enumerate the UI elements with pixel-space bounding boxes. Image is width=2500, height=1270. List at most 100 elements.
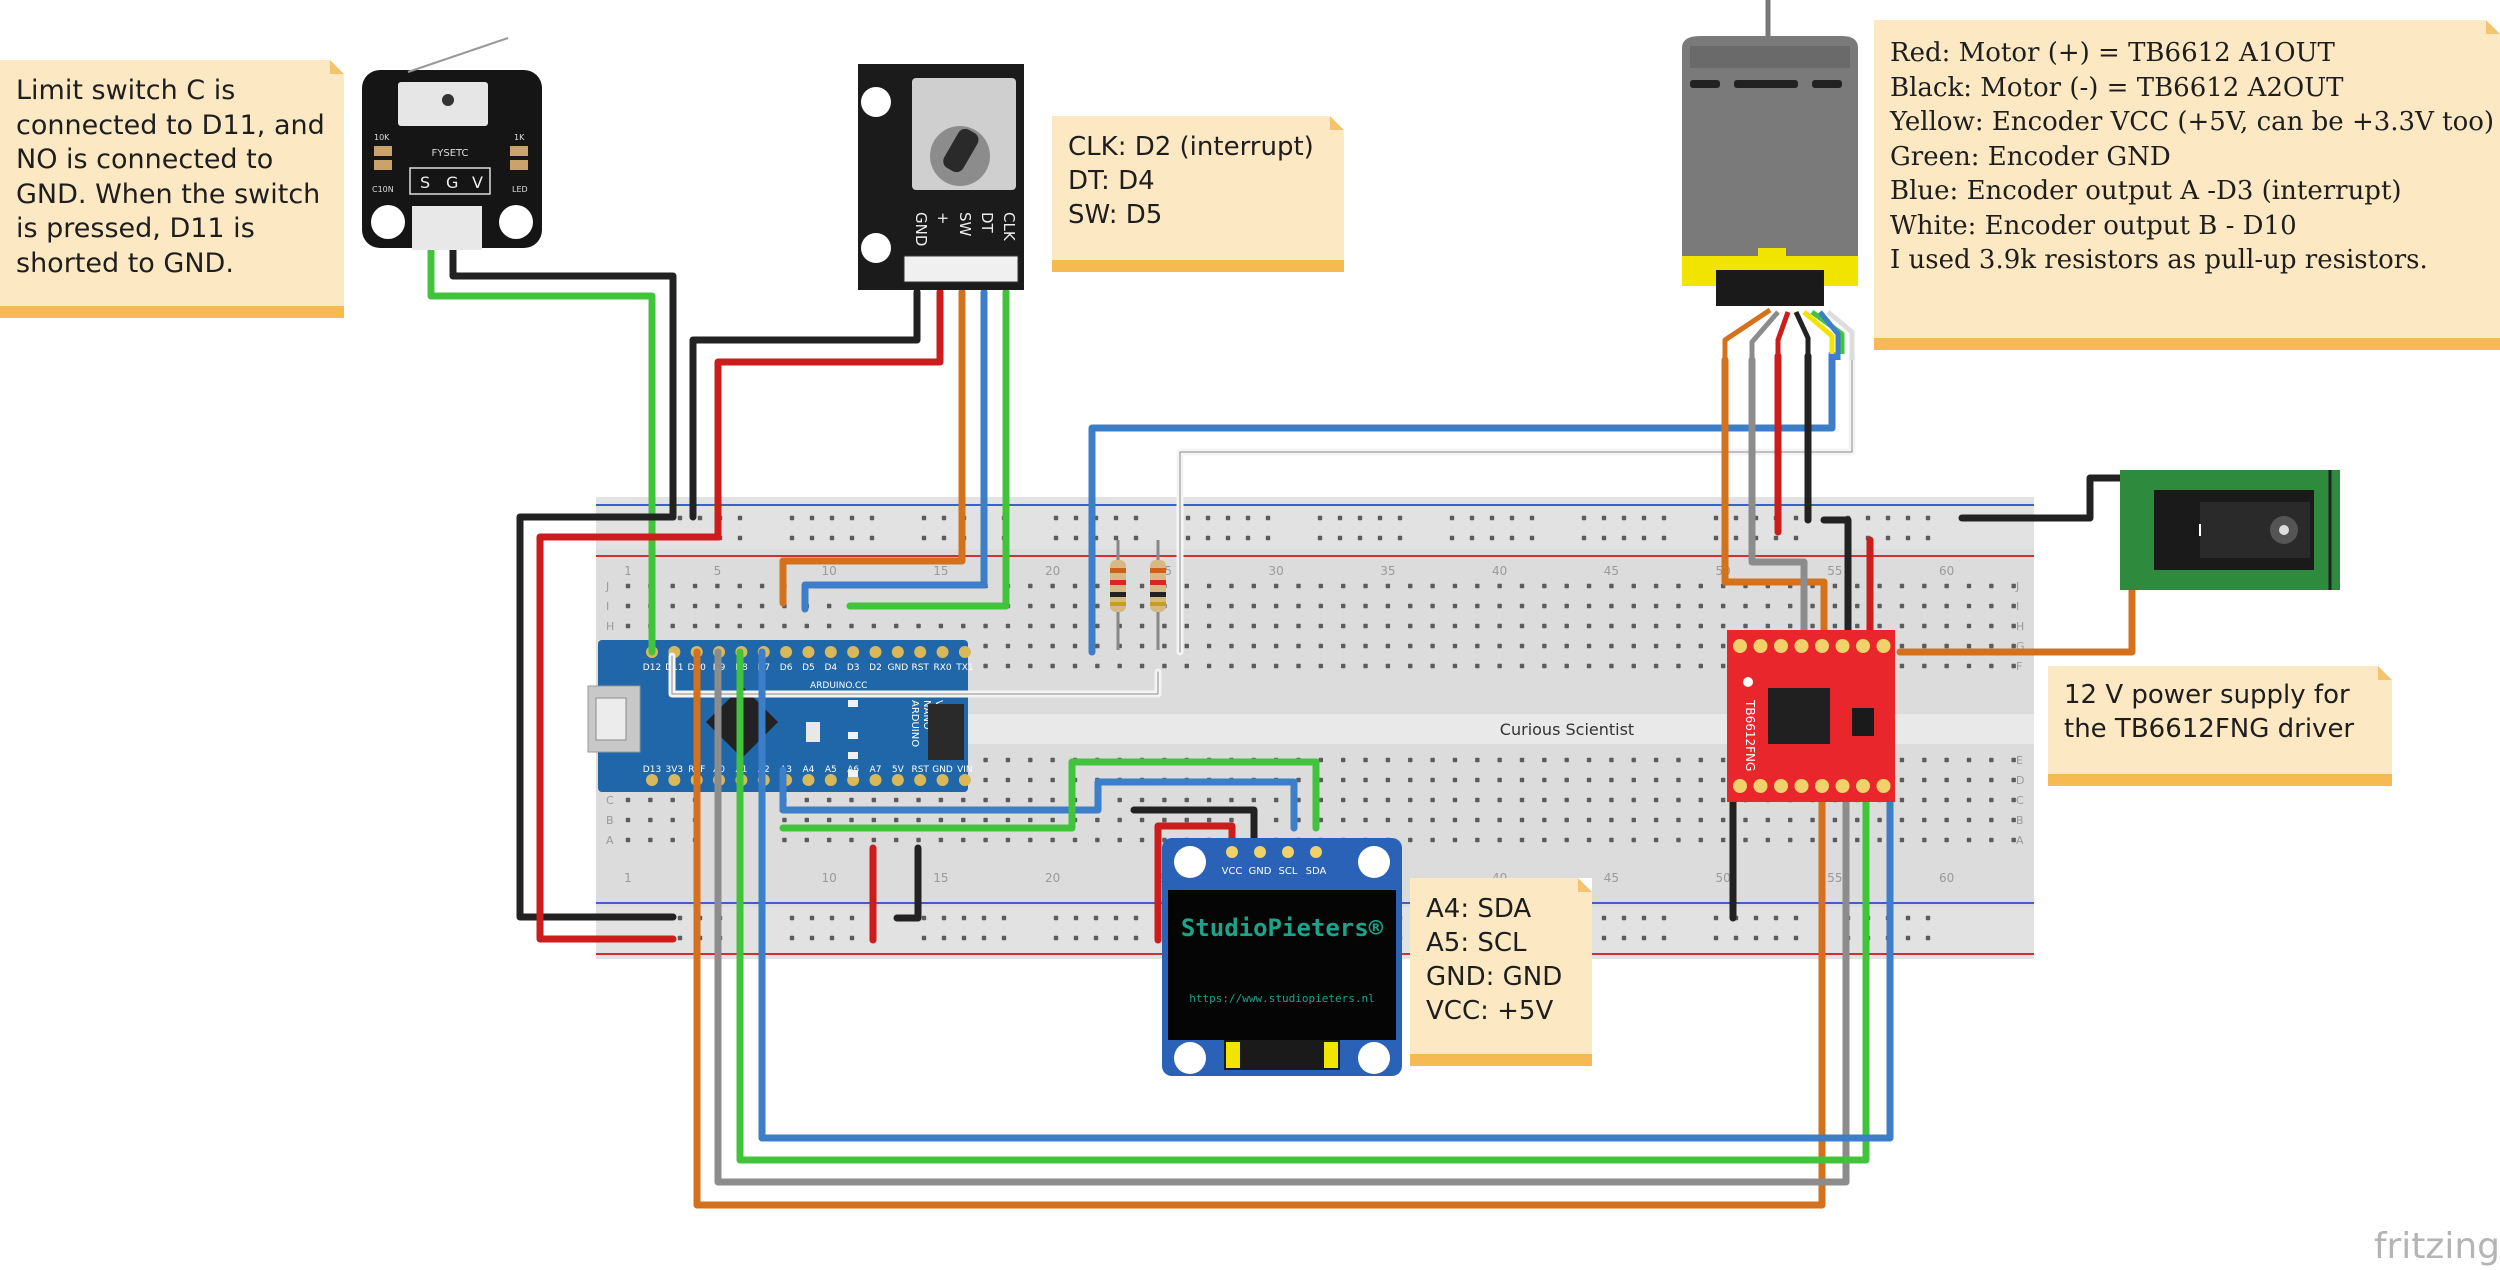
arduino-pin [869, 646, 882, 658]
arduino-pin [936, 774, 949, 786]
arduino-pin-label: D6 [780, 663, 793, 673]
arduino-brand: ARDUINO.CC [810, 681, 867, 691]
arduino-pin [891, 646, 904, 658]
row-letter: A [2016, 834, 2024, 847]
led-rx [848, 770, 858, 777]
row-letter: I [606, 600, 609, 613]
arduino-pin-label: RX0 [933, 663, 951, 673]
wire-encoder-a [1088, 350, 1836, 656]
arduino-pin-label: A7 [870, 765, 882, 775]
note-line: White: Encoder output B - D10 [1890, 210, 2297, 241]
note-line: Red: Motor (+) = TB6612 A1OUT [1890, 38, 2335, 68]
row-letter: H [2016, 620, 2024, 633]
column-number: 30 [1269, 564, 1284, 578]
wire-driver-vm [1820, 516, 1852, 648]
mark-c10n: C10N [372, 185, 394, 194]
column-number: 15 [933, 564, 948, 578]
driver-pin [1753, 779, 1768, 793]
arduino-pin-label: D4 [824, 663, 837, 673]
row-letter: J [2015, 580, 2019, 593]
row-letter: I [2016, 600, 2019, 613]
arduino-pin [646, 774, 658, 786]
note-power-supply: 12 V power supply for the TB6612FNG driv… [2048, 666, 2392, 786]
column-number: 40 [1492, 564, 1507, 578]
arduino-pin-label: 5V [892, 765, 905, 775]
note-encoder-pins: CLK: D2 (interrupt) DT: D4 SW: D5 [1052, 116, 1344, 272]
note-line: GND. When the switch [16, 178, 321, 210]
driver-pin [1794, 779, 1809, 793]
note-line: NO is connected to [16, 144, 274, 175]
row-letter: B [606, 814, 614, 827]
oled-pin [1282, 846, 1294, 858]
wire-d9-driver [693, 648, 1826, 1209]
wire-power-12v [1896, 556, 2136, 656]
mark-1k: 1K [514, 133, 525, 142]
driver-label: TB6612FNG [1743, 699, 1757, 771]
column-number: 45 [1604, 564, 1619, 578]
arduino-pin-label: TX1 [955, 663, 973, 673]
wire-encoder-clk [846, 288, 1010, 610]
note-line: Limit switch C is [16, 75, 236, 106]
limit-switch-module: FYSETC S G V 10K 1K C10N LED [362, 37, 542, 250]
row-letter: C [2016, 794, 2024, 807]
oled-pin [1310, 846, 1322, 858]
arduino-pin [914, 646, 927, 658]
wire-d8-driver [714, 648, 1850, 1186]
oled-pin-label: SCL [1279, 866, 1298, 877]
arduino-pin [936, 646, 949, 658]
encoder-pin-clk: CLK [1000, 212, 1018, 242]
note-line: A5: SCL [1426, 928, 1527, 958]
arduino-pin-label: GND [932, 765, 953, 775]
fritzing-watermark: fritzing [2374, 1226, 2500, 1267]
arduino-pin [824, 646, 837, 658]
wire-oled-sda [779, 758, 1320, 832]
arduino-pin-label: VIN [957, 765, 973, 775]
pin-label-v: V [472, 173, 483, 192]
row-letter: C [606, 794, 614, 807]
column-number: 10 [822, 564, 837, 578]
column-number: 55 [1827, 564, 1842, 578]
arduino-pin [958, 646, 971, 658]
driver-pin [1774, 779, 1788, 793]
note-line: DT: D4 [1068, 166, 1155, 196]
breadboard-label: Curious Scientist [1500, 720, 1634, 739]
wire-encoder-vcc [1721, 356, 1828, 648]
arduino-pin [869, 774, 882, 786]
note-line: I used 3.9k resistors as pull-up resisto… [1890, 245, 2428, 275]
arduino-top-pins [646, 646, 971, 658]
column-number: 20 [1045, 564, 1060, 578]
arduino-pin-label: RST [911, 663, 929, 673]
tb6612fng-driver: TB6612FNG [1727, 630, 1895, 802]
arduino-pin [958, 774, 971, 786]
motor-body [1682, 36, 1858, 256]
oled-url: https://www.studiopieters.nl [1189, 992, 1374, 1005]
pin-label-g: G [446, 173, 458, 192]
switch-lever [407, 37, 509, 73]
wire-encoder-dt [801, 288, 988, 613]
driver-pin [1774, 639, 1788, 653]
led-pwr [848, 732, 858, 739]
driver-chip [1768, 688, 1830, 744]
wire-oled-scl [779, 766, 1298, 832]
arduino-pin [780, 646, 793, 658]
row-letter: E [2016, 754, 2023, 767]
encoder-pin-sw: SW [956, 212, 974, 237]
arduino-pin [668, 774, 681, 786]
arduino-pin [891, 774, 904, 786]
note-line: A4: SDA [1426, 894, 1532, 924]
arduino-pin [914, 774, 927, 786]
note-line: CLK: D2 (interrupt) [1068, 132, 1314, 162]
column-number: 35 [1380, 564, 1395, 578]
driver-pin [1815, 639, 1829, 653]
pull-up-resistors [1110, 540, 1166, 650]
arduino-pin-label: RST [911, 765, 929, 775]
pin-label-s: S [420, 173, 430, 192]
driver-pin [1856, 779, 1870, 793]
note-limit-switch: Limit switch C is connected to D11, and … [0, 60, 344, 318]
column-number: 60 [1939, 871, 1954, 885]
row-letter: A [606, 834, 614, 847]
column-number: 55 [1827, 871, 1842, 885]
rotary-encoder-module: CLK DT SW + GND [858, 64, 1024, 290]
